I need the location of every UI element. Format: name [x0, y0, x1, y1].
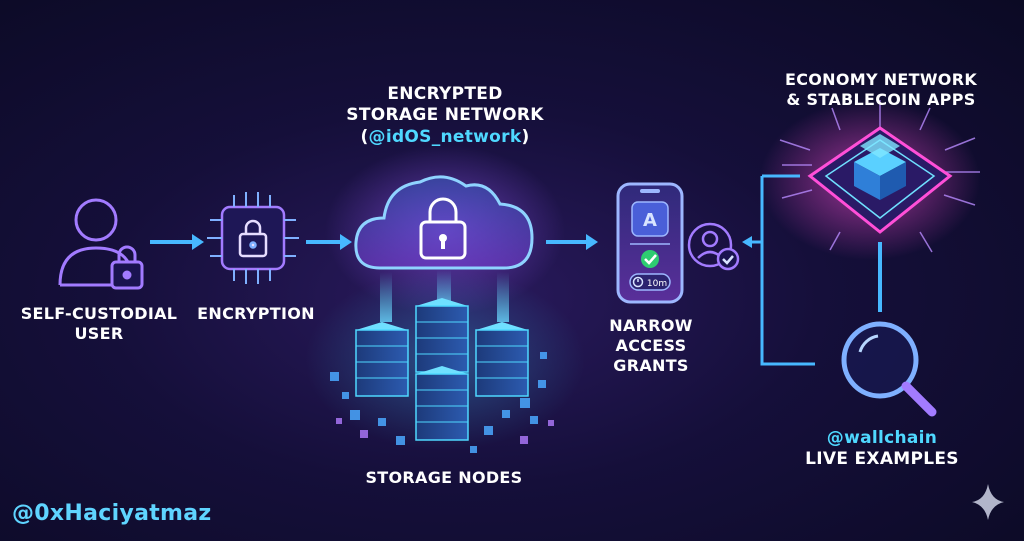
- phone-app-icon: A 10m: [616, 182, 684, 304]
- user-lock-icon: [58, 198, 144, 290]
- idos-handle: (@idOS_network): [360, 126, 530, 147]
- economy-label: ECONOMY NETWORK & STABLECOIN APPS: [784, 70, 978, 109]
- user-check-icon: [687, 222, 740, 271]
- wallchain-handle[interactable]: @wallchain: [826, 428, 938, 448]
- storage-nodes-label: STORAGE NODES: [365, 468, 523, 487]
- connector-lines: [742, 174, 882, 366]
- user-label: SELF-CUSTODIAL USER: [20, 304, 178, 343]
- server-rack-icon: [330, 298, 554, 453]
- cube-chip-icon: [779, 100, 980, 253]
- timer-label: 10m: [647, 279, 667, 289]
- svg-text:A: A: [643, 210, 657, 231]
- storage-network-label: ENCRYPTED STORAGE NETWORK (@idOS_network…: [320, 84, 570, 148]
- arrow-cloud-phone: [546, 234, 598, 250]
- sparkle-icon: [972, 484, 1004, 520]
- encryption-label: ENCRYPTION: [197, 304, 315, 323]
- magnifier-icon: [841, 321, 937, 417]
- author-watermark: @0xHaciyatmaz: [12, 501, 212, 526]
- cloud-lock-icon: [354, 175, 534, 270]
- chip-lock-icon: [207, 192, 299, 284]
- wallchain-label: @wallchain LIVE EXAMPLES: [772, 428, 992, 471]
- arrow-user-encryption: [150, 234, 204, 250]
- access-label: NARROW ACCESS GRANTS: [609, 316, 693, 375]
- arrow-encryption-cloud: [306, 234, 352, 250]
